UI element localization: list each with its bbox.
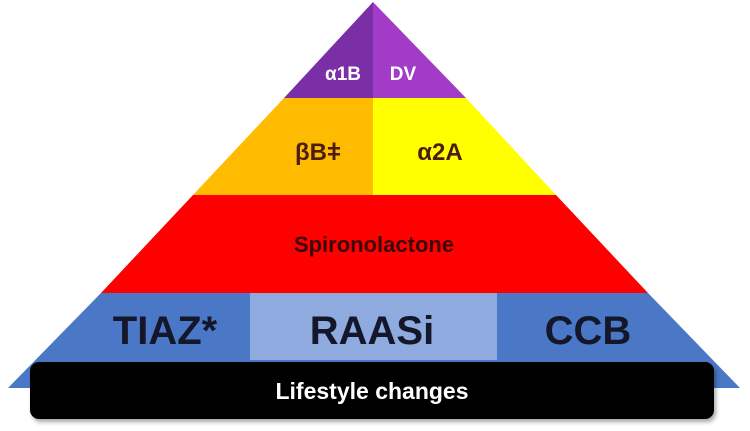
- base-bar: [30, 362, 714, 419]
- tier1-left-label: α1B: [325, 64, 361, 85]
- tier2-left-label: βBǂ: [295, 139, 341, 166]
- tier4-left-label: TIAZ*: [113, 309, 218, 353]
- tier2-left-segment: [193, 98, 373, 195]
- base-label: Lifestyle changes: [275, 378, 468, 404]
- tier3-segment: [101, 195, 648, 293]
- tier4-center-label: RAASi: [310, 309, 434, 353]
- tier1-left-segment: [284, 2, 373, 98]
- tier4-center-block: [250, 293, 497, 360]
- tier2-right-segment: [373, 98, 556, 195]
- tier2-right-label: α2A: [417, 139, 462, 166]
- tier3-label: Spironolactone: [294, 232, 454, 257]
- tier1-right-label: DV: [390, 64, 417, 85]
- tier4-right-label: CCB: [545, 309, 632, 353]
- tier1-right-segment: [373, 2, 466, 98]
